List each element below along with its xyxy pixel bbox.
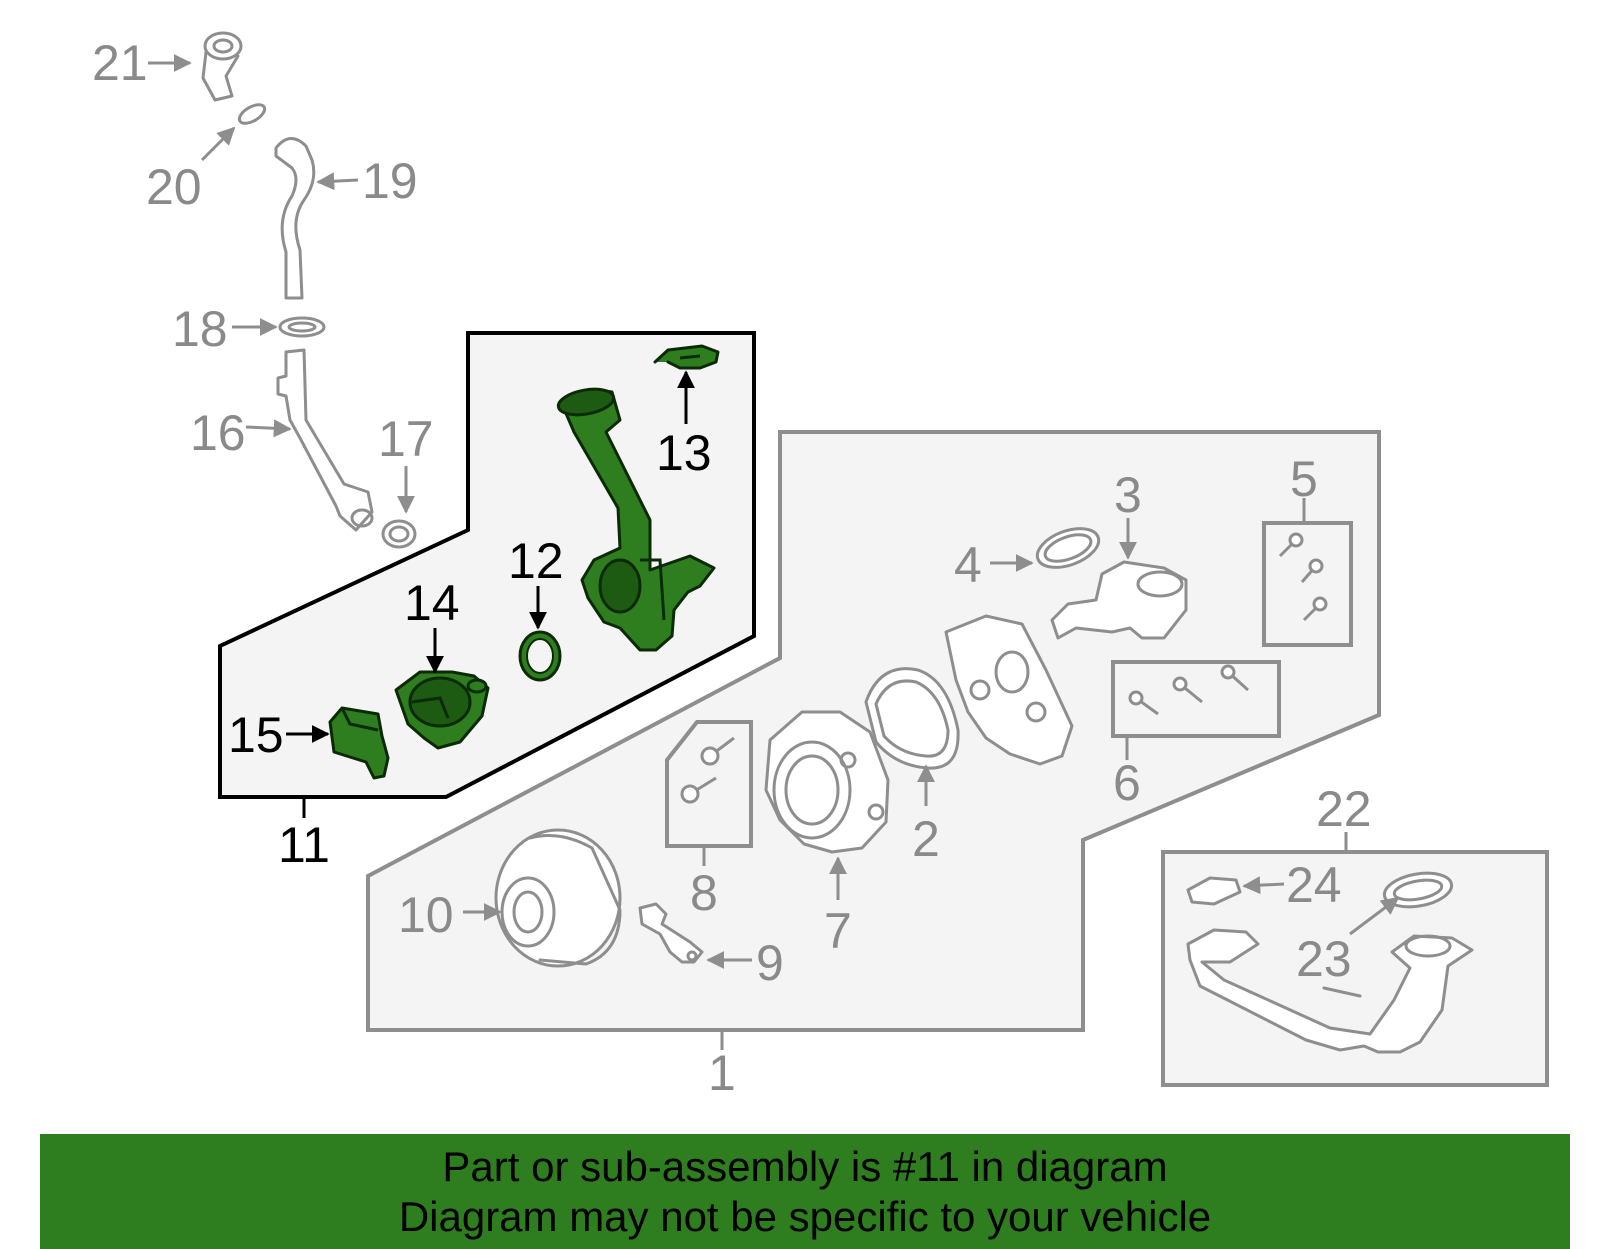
part-9-bracket <box>638 902 704 964</box>
bolt-box-5 <box>1262 521 1353 647</box>
part-17-clamp <box>381 519 417 549</box>
callout-15: 15 <box>228 707 284 763</box>
callout-2: 2 <box>912 811 940 867</box>
part-24-gasket <box>1186 876 1242 906</box>
callout-13: 13 <box>656 425 712 481</box>
callout-8: 8 <box>690 865 718 921</box>
callout-18: 18 <box>172 301 228 357</box>
part-11-water-outlet-assembly <box>556 387 716 652</box>
callout-21: 21 <box>92 35 148 91</box>
callout-17: 17 <box>378 411 434 467</box>
callout-12: 12 <box>508 533 564 589</box>
callout-24: 24 <box>1286 857 1342 913</box>
part-2-gasket <box>864 667 960 770</box>
callout-5: 5 <box>1290 451 1318 507</box>
part-21-elbow <box>201 31 243 102</box>
callout-22: 22 <box>1316 781 1372 837</box>
callout-3: 3 <box>1114 467 1142 523</box>
part-12-gasket <box>518 630 562 682</box>
part-6-bolts <box>1128 664 1250 716</box>
part-10-pulley <box>494 828 622 968</box>
callout-16: 16 <box>190 405 246 461</box>
banner-line-2: Diagram may not be specific to your vehi… <box>398 1193 1212 1240</box>
callout-19: 19 <box>362 153 418 209</box>
callout-11: 11 <box>278 817 330 873</box>
part-8-bolts <box>680 736 735 804</box>
part-22-pipe <box>1186 928 1474 1054</box>
callout-6: 6 <box>1113 755 1141 811</box>
callout-10: 10 <box>398 887 454 943</box>
part-7-water-pump-housing <box>764 710 890 854</box>
banner-line-1: Part or sub-assembly is #11 in diagram <box>442 1143 1168 1190</box>
part-3-outlet <box>1050 560 1188 640</box>
callout-23: 23 <box>1296 931 1352 987</box>
callout-20: 20 <box>146 159 202 215</box>
part-4-gasket <box>1035 527 1101 569</box>
callout-14: 14 <box>404 575 460 631</box>
callout-4: 4 <box>954 537 982 593</box>
part-1-housing <box>944 614 1074 766</box>
part-13-clip <box>653 344 720 370</box>
part-18-clamp <box>278 316 326 338</box>
part-19-hose <box>274 137 316 300</box>
callout-7: 7 <box>824 903 852 959</box>
part-5-bolts <box>1278 532 1328 622</box>
callout-1: 1 <box>708 1045 736 1101</box>
part-15-sensor <box>328 706 390 780</box>
callout-9: 9 <box>756 935 784 991</box>
part-23-gasket <box>1382 871 1454 909</box>
info-banner: Part or sub-assembly is #11 in diagram D… <box>40 1134 1570 1249</box>
part-16-pipe <box>276 348 374 532</box>
group-11-panel <box>218 331 756 799</box>
part-20-clamp <box>237 103 267 125</box>
